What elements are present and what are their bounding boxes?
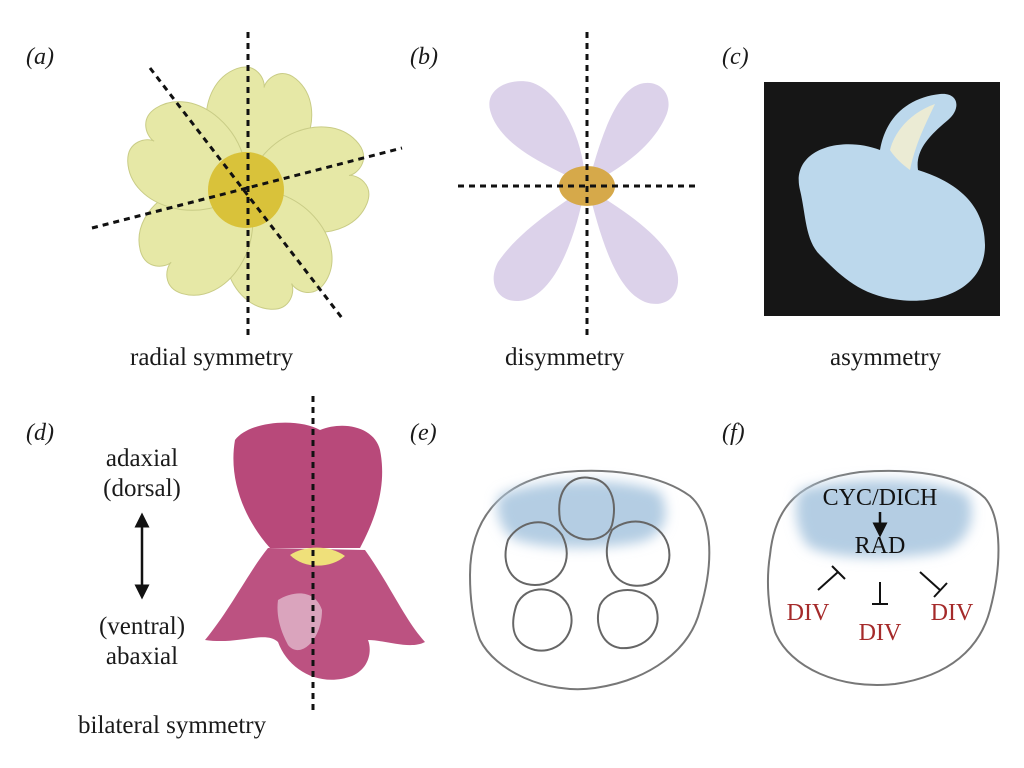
ventral-abaxial-label: (ventral) abaxial: [72, 612, 212, 672]
gene-cyc-dich: CYC/DICH: [823, 485, 938, 511]
disymmetric-flower: [489, 81, 679, 304]
caption-radial-symmetry: radial symmetry: [130, 344, 294, 371]
dorsal-shading-e: [497, 481, 666, 548]
panel-label-f: (f): [722, 420, 745, 446]
panel-label-a: (a): [26, 44, 54, 70]
panel-label-d: (d): [26, 420, 54, 446]
panel-label-c: (c): [722, 44, 749, 70]
caption-bilateral-symmetry: bilateral symmetry: [78, 712, 267, 739]
asymmetric-flower: [798, 93, 985, 301]
panel-label-e: (e): [410, 420, 437, 446]
radial-flower: [127, 66, 370, 310]
repression-bars-f: [817, 565, 948, 605]
dorsal-text: (dorsal): [103, 475, 181, 502]
gene-div-right: DIV: [931, 600, 974, 626]
bilateral-flower: [205, 422, 425, 680]
dorsal-shading-f: [796, 480, 972, 558]
gene-div-center: DIV: [859, 620, 902, 646]
caption-asymmetry: asymmetry: [830, 344, 942, 371]
flower-center-a: [208, 152, 284, 228]
panel-label-b: (b): [410, 44, 438, 70]
adaxial-text: adaxial: [105, 445, 179, 472]
gene-rad: RAD: [855, 533, 906, 559]
abaxial-text: abaxial: [105, 643, 179, 670]
floral-diagram-e: [468, 469, 711, 691]
symmetry-lines-b: [458, 32, 700, 340]
adaxial-dorsal-label: adaxial (dorsal): [72, 444, 212, 504]
gene-div-left: DIV: [787, 600, 830, 626]
gene-network-f: CYC/DICH RAD DIV DIV DIV: [766, 469, 1000, 686]
caption-disymmetry: disymmetry: [505, 344, 625, 371]
petal-primordia-e: [504, 476, 671, 652]
symmetry-lines-a: [91, 32, 403, 340]
ventral-text: (ventral): [98, 613, 186, 640]
